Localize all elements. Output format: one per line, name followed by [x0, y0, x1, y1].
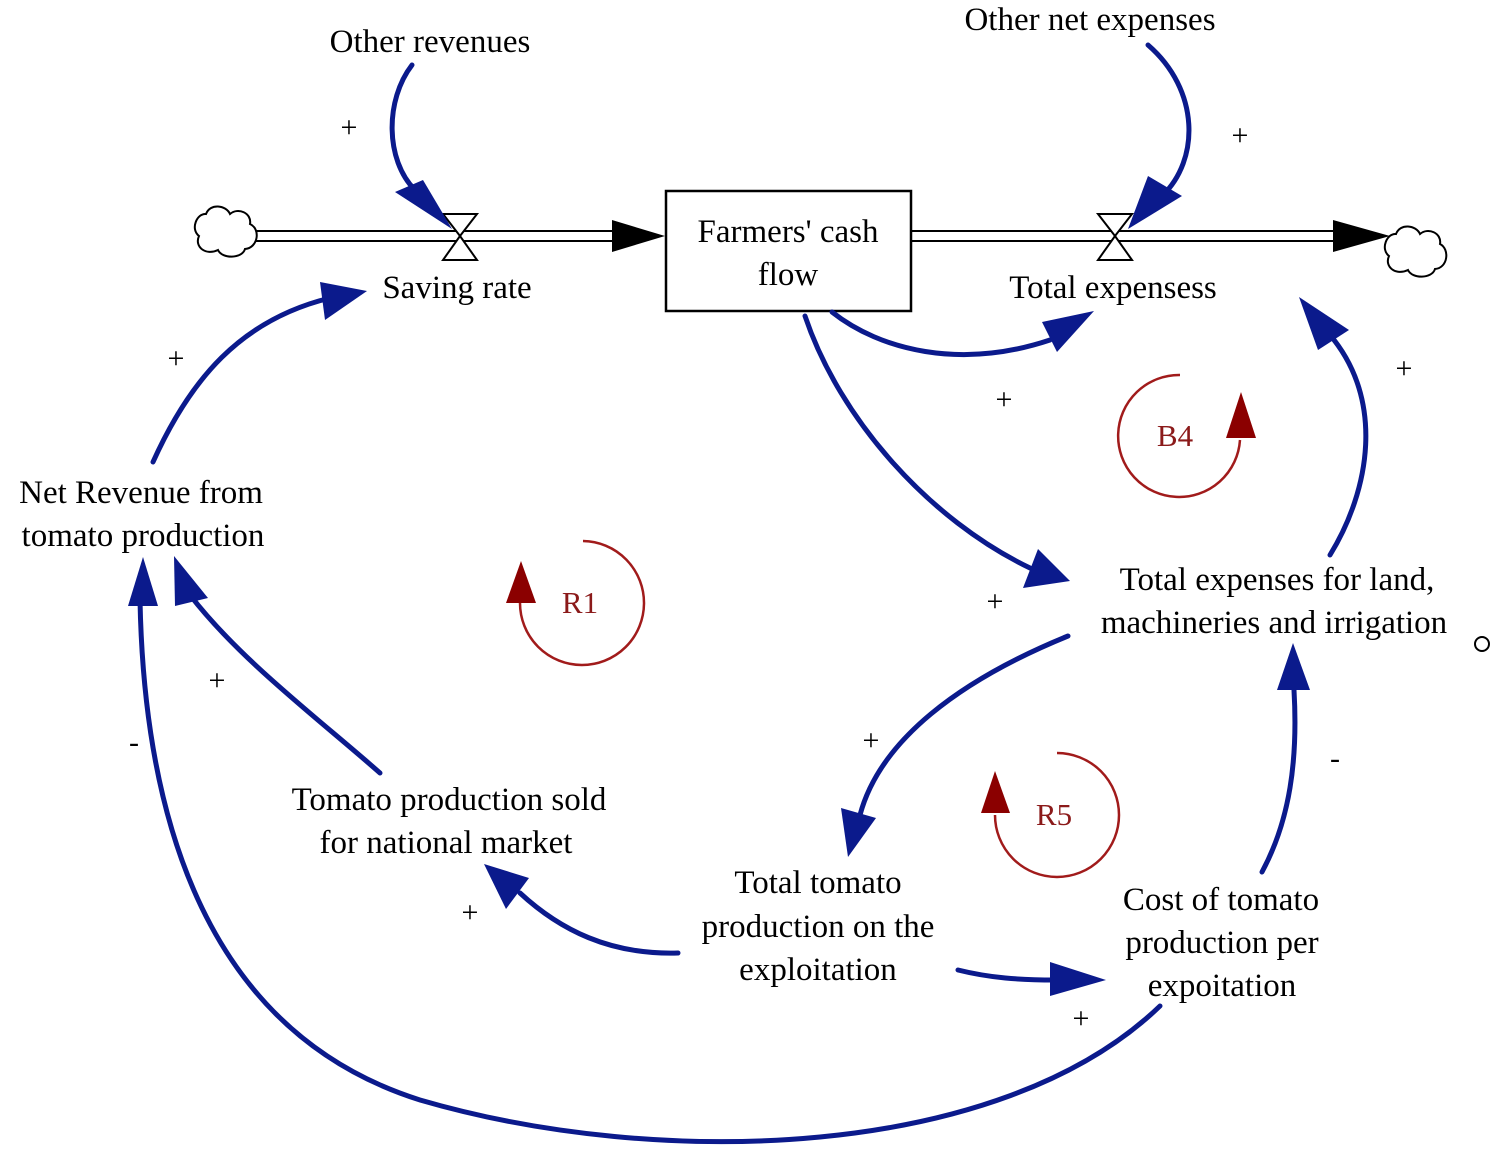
polarity-total-sold: +: [462, 896, 479, 929]
polarity-land-total-expensess: +: [1396, 352, 1413, 385]
link-cost-to-net-revenue: [128, 557, 1163, 1145]
label-cost-line2: production per: [1125, 925, 1318, 961]
link-other-revenues-to-saving-rate: [389, 62, 452, 229]
loop-b4-label: B4: [1157, 418, 1194, 453]
polarity-cash-land: +: [987, 585, 1004, 618]
link-cash-to-total-expensess: [829, 309, 1094, 357]
shadow-variable-icon: [1474, 636, 1490, 652]
stock-farmers-cash-flow: Farmers' cash flow: [664, 189, 913, 313]
polarity-land-total-tomato: +: [863, 724, 880, 757]
link-cost-to-land: [1259, 643, 1310, 875]
label-total-tomato-line1: Total tomato: [734, 865, 901, 901]
label-land-line1: Total expenses for land,: [1120, 562, 1435, 598]
stock-label-line1: Farmers' cash: [698, 214, 879, 250]
label-saving-rate: Saving rate: [382, 270, 531, 306]
link-total-to-sold: [484, 864, 681, 956]
label-net-revenue-line2: tomato production: [22, 518, 265, 554]
polarity-sold-net-revenue: +: [209, 664, 226, 697]
link-land-to-total-expensess: [1299, 297, 1369, 558]
label-total-expensess: Total expensess: [1009, 270, 1217, 306]
loop-r5-label: R5: [1036, 797, 1072, 832]
loop-b4: B4: [1116, 373, 1256, 499]
polarity-cash-total-expensess: +: [996, 383, 1013, 416]
label-total-tomato-line2: production on the: [702, 909, 935, 945]
inflow-pipe: [256, 220, 665, 252]
stock-label-line2: flow: [758, 257, 819, 293]
polarity-cost-land: -: [1330, 742, 1340, 775]
polarity-other-expenses: +: [1232, 119, 1249, 152]
label-net-revenue-line1: Net Revenue from: [19, 475, 263, 511]
link-cash-to-land: [802, 313, 1070, 588]
polarity-net-revenue-saving: +: [168, 342, 185, 375]
label-other-revenues: Other revenues: [330, 24, 531, 60]
outflow-pipe: [912, 220, 1390, 252]
cloud-sink-icon: [1383, 225, 1448, 278]
valve-icon: [440, 213, 480, 261]
loop-r1-label: R1: [562, 585, 598, 620]
label-cost-line1: Cost of tomato: [1123, 882, 1319, 918]
label-land-line2: machineries and irrigation: [1101, 605, 1447, 641]
loop-r1: R1: [506, 539, 646, 667]
loop-r5: R5: [981, 751, 1121, 879]
link-sold-to-net-revenue: [174, 556, 383, 776]
link-land-to-total-tomato: [841, 633, 1071, 857]
label-total-tomato-line3: exploitation: [739, 952, 897, 988]
cloud-source-icon: [193, 205, 258, 258]
link-total-to-cost: [955, 962, 1106, 996]
polarity-total-cost: +: [1073, 1002, 1090, 1035]
label-cost-line3: expoitation: [1148, 968, 1296, 1004]
link-other-expenses-to-total-expensess: [1128, 42, 1192, 229]
polarity-cost-net-revenue: -: [129, 726, 139, 759]
polarity-other-revenues: +: [341, 111, 358, 144]
link-net-revenue-to-saving-rate: [150, 282, 367, 465]
valve-icon: [1095, 213, 1135, 261]
label-sold-line1: Tomato production sold: [292, 782, 607, 818]
label-other-net-expenses: Other net expenses: [964, 2, 1215, 38]
label-sold-line2: for national market: [320, 825, 573, 861]
